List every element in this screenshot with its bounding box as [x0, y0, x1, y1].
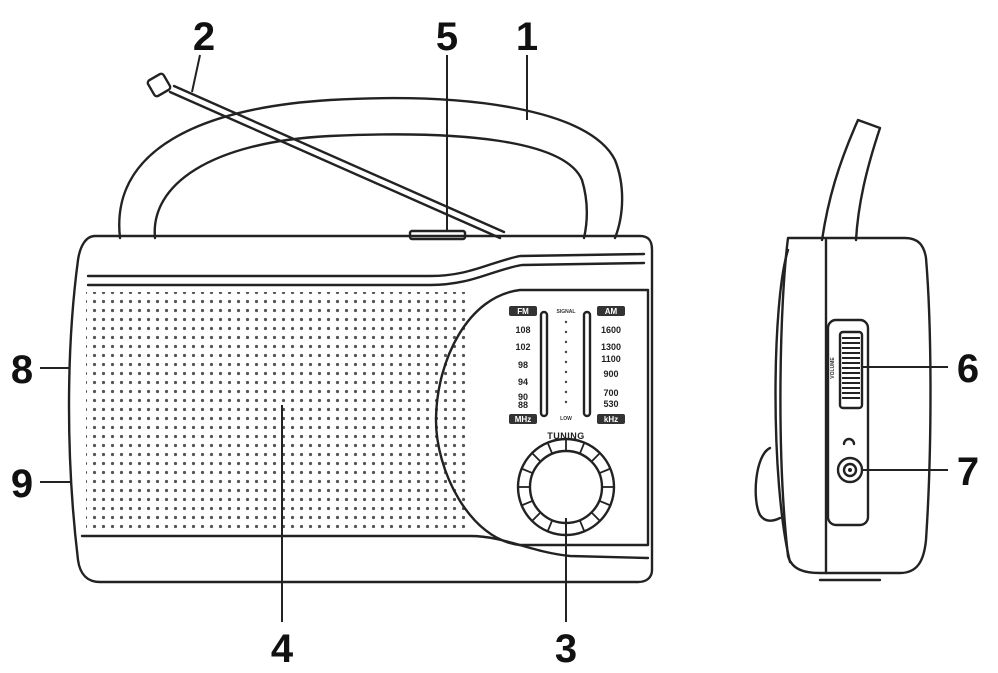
fm-unit-badge: [509, 414, 537, 424]
callout-2: 2: [193, 15, 215, 59]
signal-label: SIGNAL: [557, 309, 576, 315]
callouts: 1 2 3 4 5 6 7 8 9: [11, 15, 979, 671]
knob-tick: [522, 500, 533, 506]
fm-scale-88: 88: [518, 400, 528, 410]
tuning-label: TUNING: [547, 431, 585, 441]
side-body: [779, 236, 932, 575]
knob-tick: [547, 443, 553, 454]
radio-cabinet: [67, 234, 654, 584]
am-scale-1600: 1600: [601, 325, 621, 335]
dial-panel: FM 108 102 98 94 90 88 MHz SIGNAL: [434, 288, 650, 547]
callout-9: 9: [11, 462, 33, 506]
am-badge: [597, 306, 625, 316]
knob-tick: [532, 512, 541, 521]
knob-tick: [522, 468, 533, 474]
fm-badge: [509, 306, 537, 316]
volume-label: VOLUME: [830, 357, 836, 379]
carry-handle: [118, 96, 624, 240]
callout-7: 7: [957, 450, 979, 494]
fm-scale-108: 108: [515, 325, 530, 335]
callout-6: 6: [957, 347, 979, 391]
fm-badge-text: FM: [517, 307, 529, 316]
low-label: LOW: [560, 416, 572, 422]
am-badge-text: AM: [605, 307, 618, 316]
knob-tick: [599, 468, 610, 474]
am-scale-700: 700: [603, 388, 618, 398]
callout-4: 4: [271, 627, 294, 671]
tuning-knob-ticks: [519, 440, 613, 534]
headphone-jack[interactable]: [836, 456, 864, 484]
leader-2: [191, 54, 201, 93]
am-scale-900: 900: [603, 369, 618, 379]
am-unit-text: kHz: [604, 415, 618, 424]
knob-tick: [579, 443, 585, 454]
volume-wheel[interactable]: [838, 330, 864, 410]
knob-tick: [591, 512, 600, 521]
knob-tick: [532, 453, 541, 462]
callout-8: 8: [11, 348, 33, 392]
fm-scale-90: 90: [518, 392, 528, 402]
knob-tick: [579, 520, 585, 531]
radio-front-view: FM 108 102 98 94 90 88 MHz SIGNAL: [67, 72, 654, 584]
callout-5: 5: [436, 15, 458, 59]
signal-dots: [564, 320, 568, 404]
knob-tick: [591, 453, 600, 462]
fm-scale-102: 102: [515, 342, 530, 352]
side-handle: [820, 118, 882, 242]
radio-side-view: VOLUME: [754, 118, 932, 582]
fm-scale-94: 94: [518, 377, 528, 387]
speaker-grille: [86, 292, 468, 530]
am-scale-1100: 1100: [601, 354, 621, 364]
telescopic-antenna: [146, 72, 506, 240]
knob-tick: [547, 520, 553, 531]
callout-1: 1: [516, 15, 538, 59]
callout-3: 3: [555, 627, 577, 671]
knob-tick: [599, 500, 610, 506]
side-panel: [826, 318, 870, 527]
headphone-icon: [842, 437, 856, 446]
am-scale-530: 530: [603, 399, 618, 409]
fm-unit-text: MHz: [515, 415, 531, 424]
am-unit-badge: [597, 414, 625, 424]
fm-scale-98: 98: [518, 360, 528, 370]
am-scale-1300: 1300: [601, 342, 621, 352]
